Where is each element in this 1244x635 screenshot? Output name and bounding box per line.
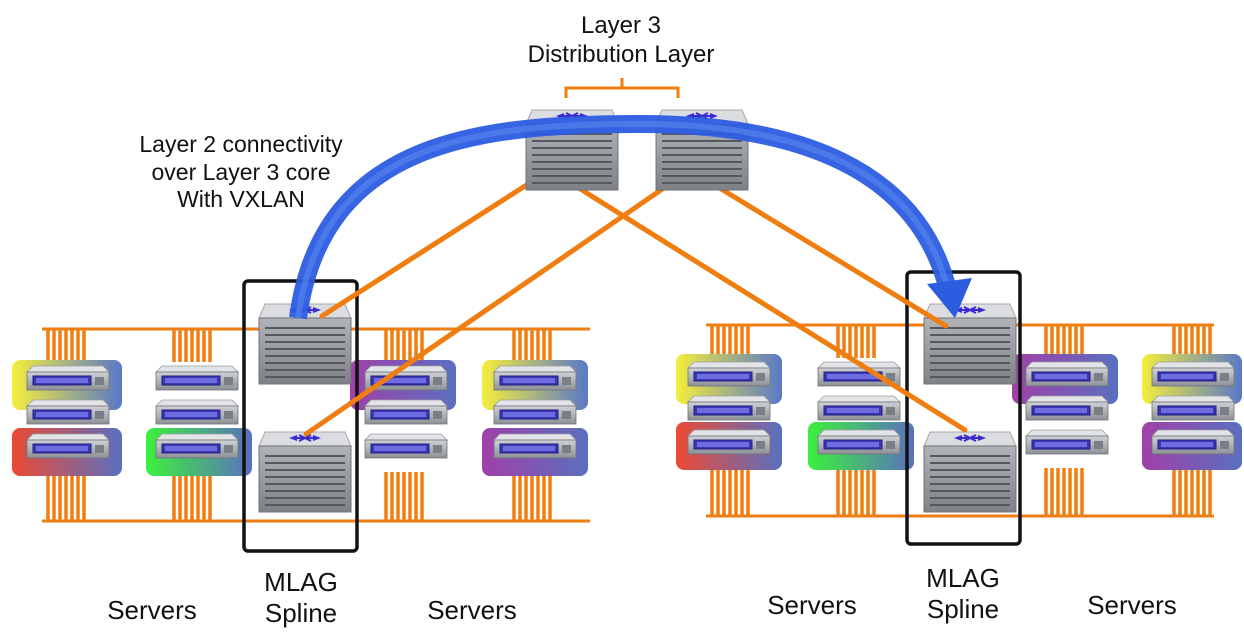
left-servers-right-label: Servers: [427, 595, 517, 625]
server-rack-left-2: [146, 365, 252, 476]
right-servers-left-label: Servers: [767, 590, 857, 620]
l3-label-line1: Layer 3: [580, 12, 662, 39]
left-servers-left-label: Servers: [107, 595, 197, 625]
server-rack-right-2: [808, 361, 914, 470]
server-rack-right-4: [1142, 354, 1242, 470]
right-mlag-label-line1: MLAG: [926, 563, 1000, 593]
vxlan-label: Layer 2 connectivity over Layer 3 core W…: [96, 131, 386, 214]
vxlan-label-line1: Layer 2 connectivity: [139, 131, 343, 157]
mlag-switch-left-bottom: [258, 431, 352, 513]
vxlan-arrow: [289, 114, 972, 320]
server-rack-right-1: [676, 354, 782, 470]
l3-distribution-label: Layer 3 Distribution Layer: [486, 12, 756, 70]
right-mlag-label: MLAG Spline: [898, 563, 1028, 625]
mlag-switch-right-bottom: [923, 431, 1017, 513]
server-rack-left-1: [12, 360, 122, 476]
right-pod: [676, 270, 1242, 546]
l3-label-line2: Distribution Layer: [527, 40, 715, 68]
left-mlag-label-line1: MLAG: [264, 567, 338, 597]
right-mlag-label-line2: Spline: [926, 594, 1000, 625]
left-mlag-label-line2: Spline: [264, 598, 338, 629]
cable-bundles-left: [46, 329, 552, 521]
server-rack-right-3: [1012, 354, 1118, 455]
left-mlag-label: MLAG Spline: [236, 567, 366, 629]
vxlan-label-line3: With VXLAN: [177, 186, 305, 213]
uplinks: [303, 167, 968, 437]
l3-bracket: [564, 78, 680, 98]
cable-bundles-right: [710, 325, 1212, 516]
vxlan-label-line2: over Layer 3 core: [151, 158, 331, 185]
server-rack-left-3: [350, 360, 456, 459]
left-pod: [12, 279, 590, 553]
server-rack-left-4: [482, 360, 588, 476]
mlag-switch-right-top: [923, 303, 1017, 385]
right-servers-right-label: Servers: [1087, 590, 1177, 620]
mlag-box-right: [905, 270, 1022, 546]
